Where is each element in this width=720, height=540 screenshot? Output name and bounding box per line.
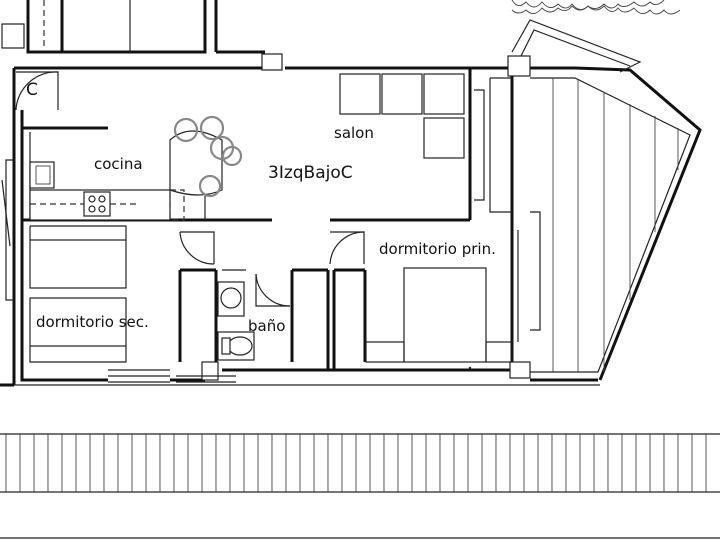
label-bano: baño bbox=[248, 317, 285, 335]
living-sofa bbox=[339, 73, 465, 159]
main-bed bbox=[365, 267, 513, 370]
windows bbox=[1, 77, 541, 383]
label-salon: salon bbox=[334, 124, 374, 142]
label-dormitorio-principal: dormitorio prin. bbox=[379, 240, 496, 258]
dining-table bbox=[169, 115, 243, 220]
bathroom-fixtures bbox=[217, 281, 255, 361]
room-labels: salon cocina 3IzqBajoC dormitorio prin. … bbox=[36, 124, 496, 335]
upper-neighbor-units bbox=[1, 0, 265, 54]
secondary-beds bbox=[29, 225, 127, 363]
marker-letter: C bbox=[26, 80, 38, 100]
railing bbox=[0, 433, 720, 493]
label-cocina: cocina bbox=[94, 155, 143, 173]
terrace bbox=[530, 77, 691, 373]
exterior-walls bbox=[0, 66, 702, 387]
entrance-marker: C bbox=[15, 71, 59, 111]
unit-name: 3IzqBajoC bbox=[268, 163, 353, 183]
doors bbox=[179, 231, 365, 307]
pillars bbox=[201, 53, 531, 381]
balcony bbox=[511, 0, 681, 73]
label-dormitorio-secundario: dormitorio sec. bbox=[36, 313, 149, 331]
kitchen-fixtures bbox=[29, 161, 185, 221]
